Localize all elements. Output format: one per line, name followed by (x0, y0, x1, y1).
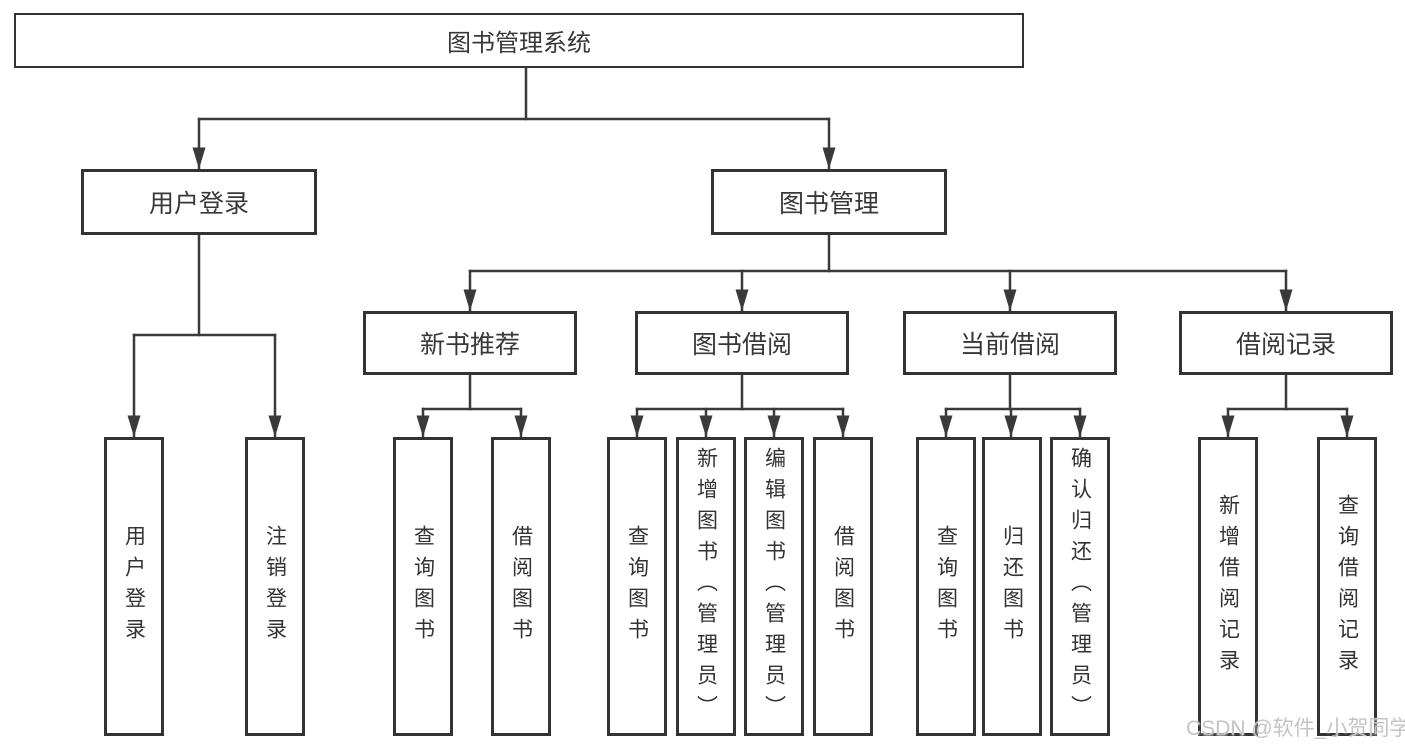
leaf-cb-confirm-return-admin-label: 确认归还（管理员） (1068, 447, 1092, 726)
node-user-login: 用户登录 (81, 169, 317, 235)
leaf-bb-borrow-books: 借阅图书 (813, 437, 873, 736)
leaf-user-login: 用户登录 (104, 437, 164, 736)
leaf-nbr-query-books-label: 查询图书 (411, 524, 435, 649)
node-current-borrow-label: 当前借阅 (959, 331, 1060, 359)
leaf-bb-edit-books-admin: 编辑图书（管理员） (744, 437, 804, 736)
leaf-bb-query-books-label: 查询图书 (625, 524, 649, 649)
leaf-cb-query-books: 查询图书 (916, 437, 976, 736)
leaf-cb-confirm-return-admin: 确认归还（管理员） (1050, 437, 1110, 736)
leaf-bb-add-books-admin: 新增图书（管理员） (676, 437, 736, 736)
leaf-nbr-query-books: 查询图书 (393, 437, 453, 736)
csdn-watermark: CSDN @软件_小贺同学 (1186, 717, 1405, 740)
leaf-user-login-label: 用户登录 (122, 524, 146, 649)
node-book-borrow: 图书借阅 (635, 311, 849, 375)
leaf-bb-query-books: 查询图书 (607, 437, 667, 736)
leaf-br-query-record-label: 查询借阅记录 (1335, 493, 1359, 680)
node-new-book-rec-label: 新书推荐 (419, 331, 520, 359)
leaf-bb-edit-books-admin-label: 编辑图书（管理员） (762, 447, 786, 726)
node-book-mgmt-label: 图书管理 (778, 190, 879, 218)
node-root-label: 图书管理系统 (447, 30, 591, 57)
leaf-nbr-borrow-books: 借阅图书 (491, 437, 551, 736)
leaf-cb-return-books-label: 归还图书 (1000, 524, 1024, 649)
leaf-bb-add-books-admin-label: 新增图书（管理员） (694, 447, 718, 726)
node-user-login-label: 用户登录 (148, 190, 249, 218)
leaf-cb-query-books-label: 查询图书 (934, 524, 958, 649)
leaf-logout: 注销登录 (245, 437, 305, 736)
node-current-borrow: 当前借阅 (903, 311, 1117, 375)
node-book-mgmt: 图书管理 (711, 169, 947, 235)
node-borrow-records: 借阅记录 (1179, 311, 1393, 375)
leaf-logout-label: 注销登录 (263, 524, 287, 649)
node-borrow-records-label: 借阅记录 (1235, 331, 1336, 359)
node-book-borrow-label: 图书借阅 (691, 331, 792, 359)
node-new-book-rec: 新书推荐 (363, 311, 577, 375)
leaf-br-add-record-label: 新增借阅记录 (1216, 493, 1240, 680)
leaf-cb-return-books: 归还图书 (982, 437, 1042, 736)
leaf-bb-borrow-books-label: 借阅图书 (831, 524, 855, 649)
node-root-system: 图书管理系统 (14, 13, 1024, 68)
leaf-br-add-record: 新增借阅记录 (1198, 437, 1258, 736)
leaf-nbr-borrow-books-label: 借阅图书 (509, 524, 533, 649)
leaf-br-query-record: 查询借阅记录 (1317, 437, 1377, 736)
